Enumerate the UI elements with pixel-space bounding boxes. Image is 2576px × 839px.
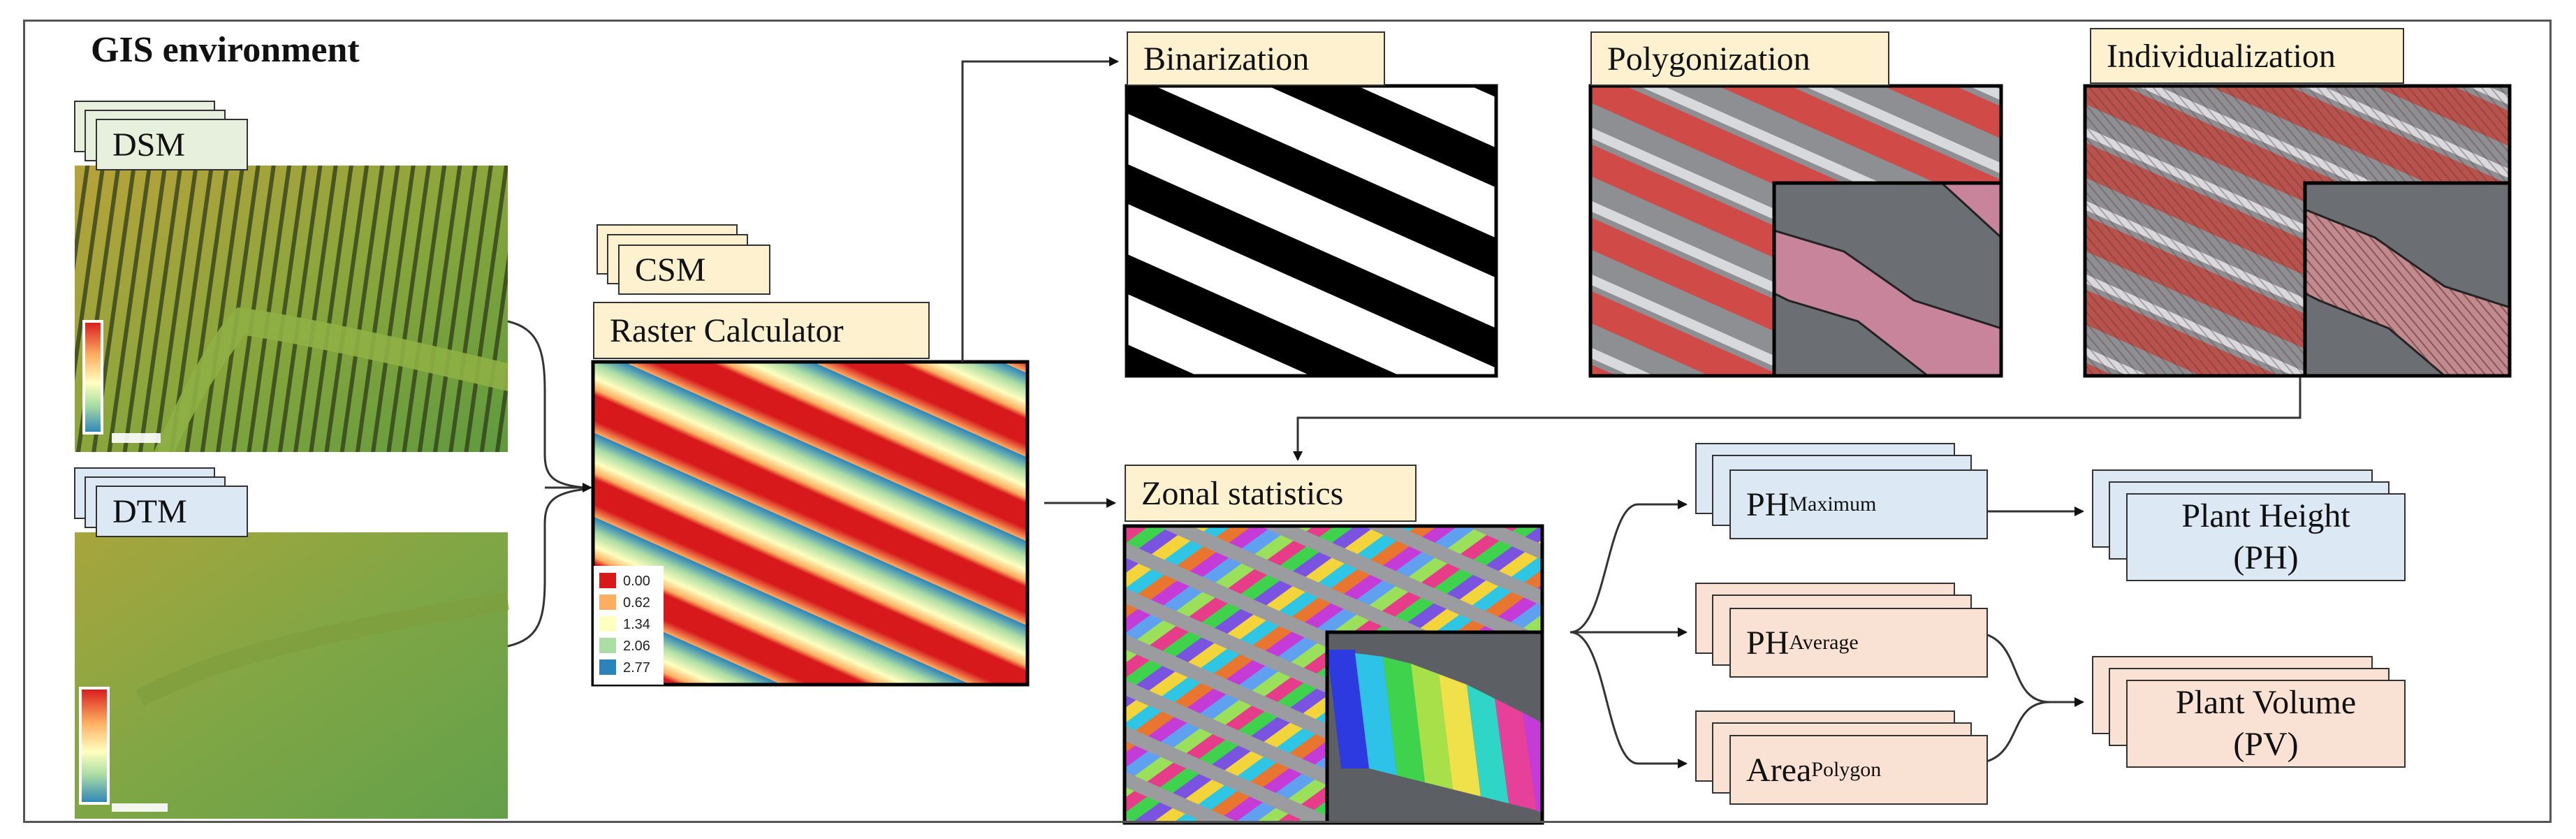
binarization-image xyxy=(1125,84,1498,378)
plant-volume-line2: (PV) xyxy=(2233,726,2299,763)
plant-volume-line1: Plant Volume xyxy=(2175,684,2357,721)
legend-value: 1.34 xyxy=(623,617,650,632)
ph-maximum-sub: Maximum xyxy=(1789,493,1877,516)
arrow-area-to-volume xyxy=(1970,701,2051,765)
diagram-title: GIS environment xyxy=(91,30,360,70)
raster-calculator-label: Raster Calculator xyxy=(593,302,930,359)
plant-height-label: Plant Height (PH) xyxy=(2126,493,2406,581)
legend-value: 2.06 xyxy=(623,639,650,654)
area-polygon-sub: Polygon xyxy=(1811,758,1882,781)
arrow-to-ph-max xyxy=(1569,499,1688,634)
gis-environment-frame xyxy=(23,20,2552,823)
ph-maximum-base: PH xyxy=(1746,486,1790,523)
csm-legend: 0.00 0.62 1.34 2.06 2.77 xyxy=(594,566,664,685)
legend-swatch xyxy=(599,659,616,675)
individualization-label: Individualization xyxy=(2090,28,2404,84)
csm-label: CSM xyxy=(618,245,770,295)
legend-swatch xyxy=(599,616,616,632)
polygonization-image xyxy=(1588,84,2003,378)
dsm-image xyxy=(75,166,508,452)
legend-value: 0.00 xyxy=(623,574,650,589)
polygonization-label: Polygonization xyxy=(1590,31,1889,86)
legend-swatch xyxy=(599,638,616,653)
legend-value: 2.77 xyxy=(623,660,650,676)
legend-value: 0.62 xyxy=(623,595,650,611)
individualization-image xyxy=(2083,84,2512,378)
legend-swatch xyxy=(599,594,616,610)
dtm-image xyxy=(75,532,510,819)
dtm-label: DTM xyxy=(96,486,248,537)
connectors xyxy=(507,57,2301,768)
dsm-label: DSM xyxy=(96,119,248,170)
csm-image xyxy=(591,360,1030,687)
arrow-to-binarization xyxy=(961,57,1119,362)
binarization-label: Binarization xyxy=(1127,31,1385,86)
arrow-individualization-to-zonal xyxy=(1293,377,2301,461)
zonal-statistics-label: Zonal statistics xyxy=(1125,465,1417,522)
dtm-brace xyxy=(507,488,587,648)
legend-swatch xyxy=(599,573,616,588)
dsm-brace xyxy=(507,320,587,489)
area-polygon-base: Area xyxy=(1746,751,1812,789)
arrow-avg-to-volume xyxy=(1970,631,2084,707)
ph-average-sub: Average xyxy=(1789,631,1859,654)
ph-average-base: PH xyxy=(1746,624,1790,662)
arrow-to-area xyxy=(1569,631,1688,768)
plant-height-line2: (PH) xyxy=(2233,539,2299,576)
plant-height-line1: Plant Height xyxy=(2181,497,2350,534)
plant-volume-label: Plant Volume (PV) xyxy=(2126,680,2406,768)
zonal-statistics-image xyxy=(1122,524,1544,825)
